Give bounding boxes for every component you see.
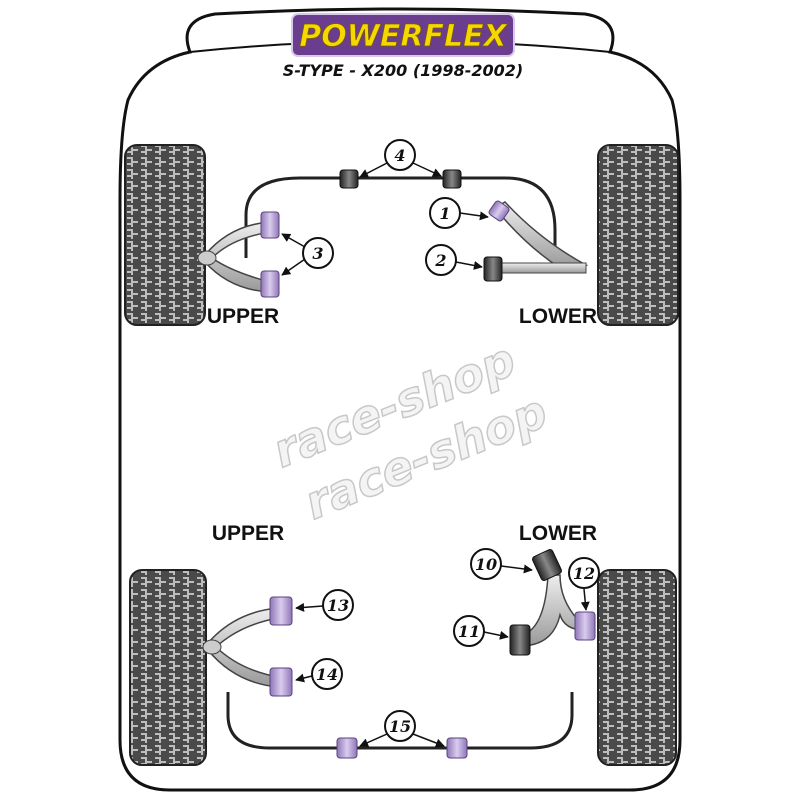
callout-13[interactable]: 13 [322,589,354,621]
svg-text:10: 10 [475,555,497,574]
rear-upper-bush-13[interactable] [269,596,293,626]
svg-text:14: 14 [316,665,338,684]
svg-text:15: 15 [389,717,411,736]
callout-10[interactable]: 10 [470,548,502,580]
front-anti-roll-bar [244,176,557,258]
front-lower-bush-2[interactable] [483,256,503,282]
rear-lower-bush-12[interactable] [574,611,596,641]
rear-anti-roll-bar [226,692,574,750]
callout-4[interactable]: 4 [384,139,416,171]
powerflex-logo: POWERFLEX [291,13,515,57]
rear-upper-bush-14[interactable] [269,667,293,697]
tyre-rear-right [597,569,677,766]
label-rear-lower: LOWER [519,522,597,545]
callout-12[interactable]: 12 [568,557,600,589]
svg-text:2: 2 [434,251,446,270]
svg-text:11: 11 [458,622,480,641]
front-arb-bush-right[interactable] [442,169,462,189]
label-front-upper: UPPER [207,305,279,328]
front-lower-arm-bar [499,262,587,274]
car-body-outline [118,7,682,792]
tyre-rear-left [129,569,207,766]
tyre-front-left [124,144,206,326]
tyre-front-right [597,144,679,326]
callout-15[interactable]: 15 [384,710,416,742]
callout-14[interactable]: 14 [311,658,343,690]
svg-text:3: 3 [312,244,323,263]
callout-1[interactable]: 1 [429,197,461,229]
rear-arb-bush-right[interactable] [446,737,468,759]
front-arb-bush-left[interactable] [339,169,359,189]
callout-11[interactable]: 11 [453,615,485,647]
svg-text:13: 13 [327,596,349,615]
svg-text:12: 12 [573,564,595,583]
rear-arb-bush-left[interactable] [336,737,358,759]
svg-text:1: 1 [439,204,450,223]
callout-3[interactable]: 3 [302,237,334,269]
svg-text:4: 4 [394,146,405,165]
label-rear-upper: UPPER [212,522,284,545]
label-front-lower: LOWER [519,305,597,328]
callout-2[interactable]: 2 [425,244,457,276]
front-upper-bush-bottom[interactable] [260,270,280,298]
svg-text:POWERFLEX: POWERFLEX [299,19,508,54]
rear-lower-bush-11[interactable] [509,624,531,656]
front-upper-bush-top[interactable] [260,211,280,239]
vehicle-model-title: S-TYPE - X200 (1998-2002) [283,61,523,80]
rear-lower-bush-10[interactable] [532,549,563,582]
front-lower-bush-1[interactable] [488,200,510,222]
